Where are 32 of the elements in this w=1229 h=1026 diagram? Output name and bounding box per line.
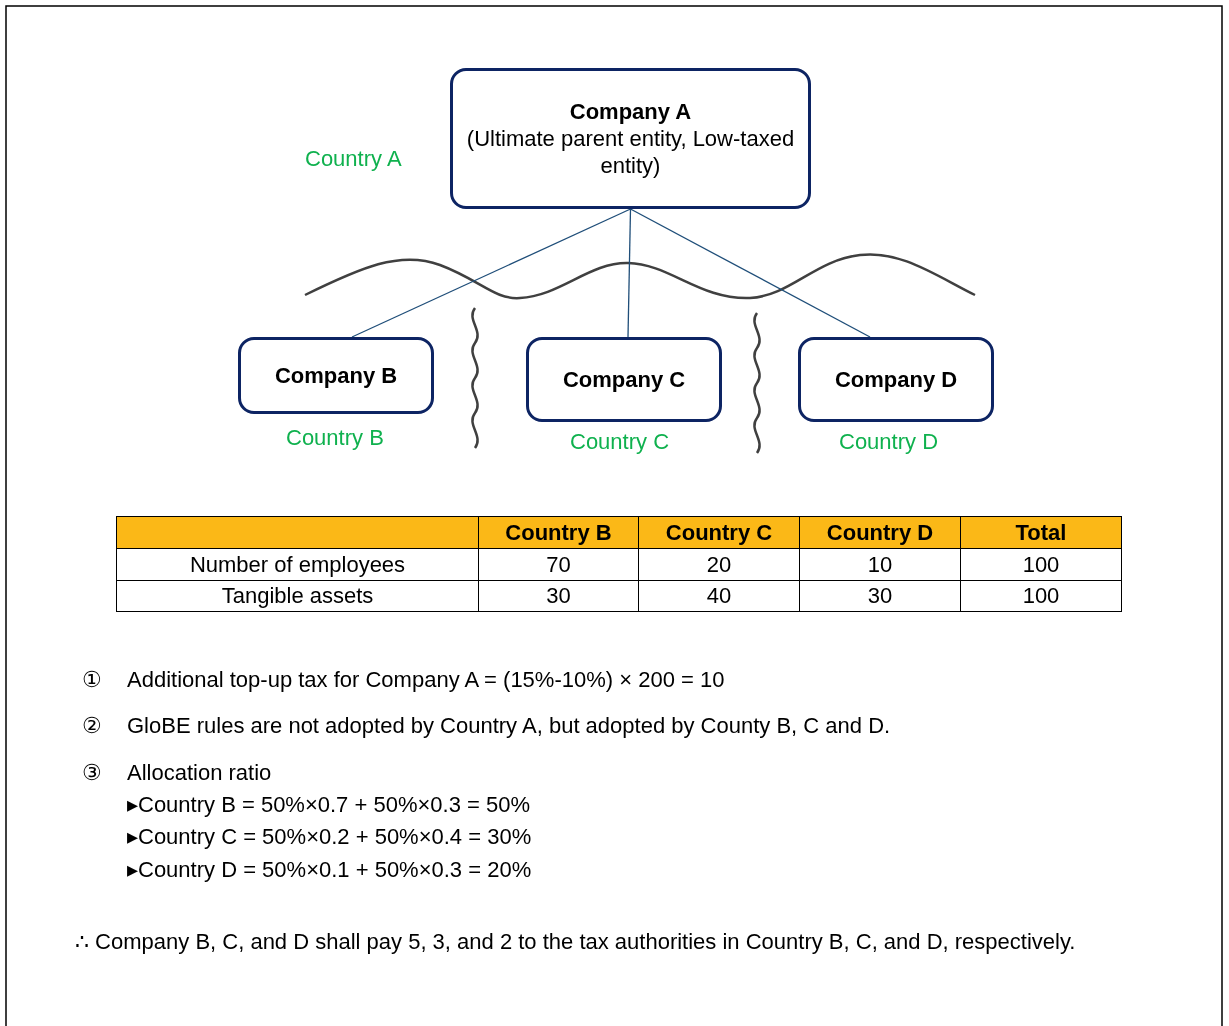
formula-text: ▸Country C = 50%×0.2 + 50%×0.4 = 30% xyxy=(127,824,532,850)
connector-line xyxy=(629,208,871,338)
circled-number: ① xyxy=(82,667,102,693)
company-name: Company C xyxy=(562,366,686,393)
company-name: Company A xyxy=(569,98,692,125)
connector-line xyxy=(627,208,632,338)
note-text: GloBE rules are not adopted by Country A, but adopted by County B, C and D. xyxy=(127,713,891,739)
country-label: Country A xyxy=(305,146,402,172)
note-text: Allocation ratio xyxy=(127,760,272,786)
country-label: Country C xyxy=(570,429,670,455)
table-header-cell: Country C xyxy=(638,516,800,549)
note-text: Additional top-up tax for Company A = (15%-10%) × 200 = 10 xyxy=(127,667,725,693)
country-label: Country D xyxy=(839,429,939,455)
table-header-cell: Country B xyxy=(478,516,639,549)
company-box xyxy=(526,337,722,422)
circled-number: ② xyxy=(82,713,102,739)
connector-line xyxy=(351,208,632,338)
company-name: Company D xyxy=(834,366,958,393)
company-description: (Ultimate parent entity, Low-taxed entity) xyxy=(465,125,796,179)
formula-text: ▸Country B = 50%×0.7 + 50%×0.3 = 50% xyxy=(127,792,530,818)
circled-number: ③ xyxy=(82,760,102,786)
table-header-cell: Total xyxy=(960,516,1122,549)
conclusion-text: ∴ Company B, C, and D shall pay 5, 3, and 2 to the tax authorities in Country B, C, and D, respectively. xyxy=(75,928,1077,956)
company-box xyxy=(450,68,811,209)
table-cell: 100 xyxy=(960,580,1122,612)
formula-text: ▸Country D = 50%×0.1 + 50%×0.3 = 20% xyxy=(127,857,532,883)
table-cell: Tangible assets xyxy=(116,580,479,612)
company-box xyxy=(798,337,994,422)
country-label: Country B xyxy=(286,425,384,451)
company-box xyxy=(238,337,434,414)
company-name: Company B xyxy=(274,362,398,389)
table-header-cell: Country D xyxy=(799,516,961,549)
